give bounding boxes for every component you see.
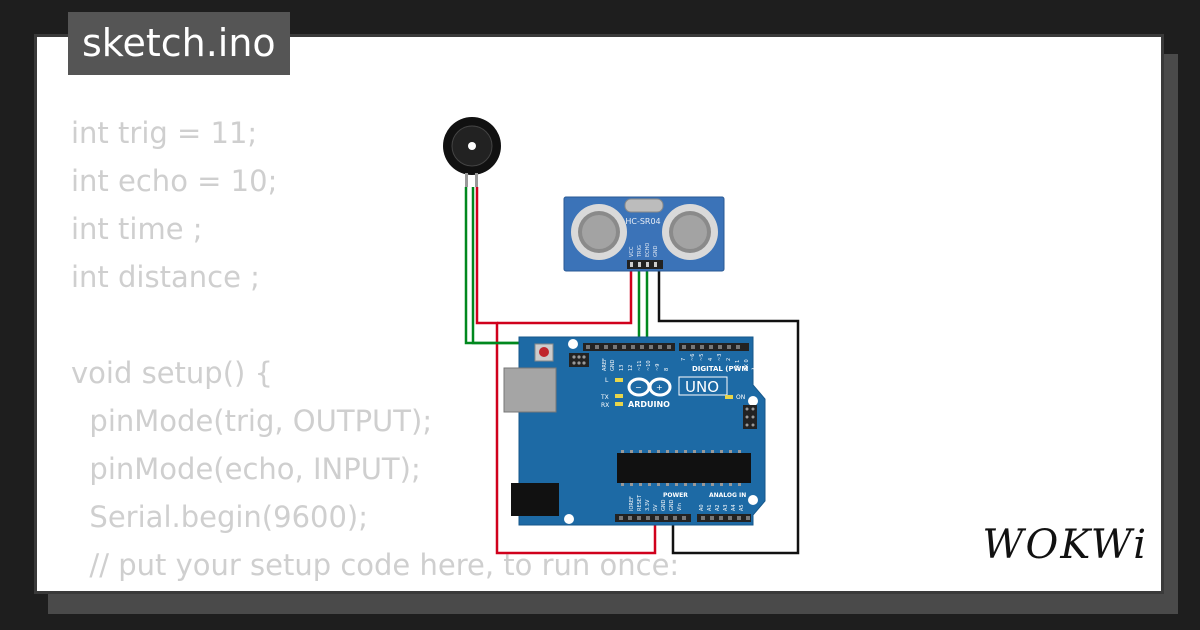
pin-label: A3	[723, 504, 729, 511]
wire-buzzer-2	[475, 187, 657, 555]
svg-text:+: +	[656, 383, 663, 392]
l-led-label: L	[605, 377, 609, 384]
pin-label: ~3	[717, 354, 723, 361]
pin-label: TX 1	[735, 360, 741, 372]
analog-label: ANALOG IN	[709, 492, 746, 499]
wire-vcc	[497, 269, 633, 325]
pin-label: 4	[708, 358, 714, 361]
buzzer-hole	[468, 142, 476, 150]
pin-label: 3.3V	[645, 499, 651, 511]
pin-label: A2	[715, 504, 721, 511]
pin-label: 7	[681, 358, 687, 361]
board-brand: ARDUINO	[628, 400, 670, 409]
arduino-uno-board[interactable]: AREF GND 13 12 ~11 ~10 ~9 8 7 ~6 ~5 4 ~3…	[503, 336, 766, 526]
digital-header-right	[679, 343, 749, 351]
sketch-title: sketch.ino	[68, 12, 290, 75]
buzzer[interactable]	[443, 117, 501, 187]
sensor-pin-label: TRIG	[637, 245, 643, 258]
digital-pin-labels: AREF GND 13 12 ~11 ~10 ~9 8 7 ~6 ~5 4 ~3…	[602, 354, 750, 372]
circuit-diagram: HC-SR04 VCC TRIG ECHO GND	[443, 117, 800, 555]
pin-label: Vin	[677, 503, 683, 511]
pin-label: A0	[699, 504, 705, 511]
sensor-pin-label: VCC	[629, 246, 635, 257]
code-line: void setup() {	[71, 356, 273, 390]
sensor-label: HC-SR04	[625, 217, 660, 226]
code-line: pinMode(trig, OUTPUT);	[71, 404, 433, 438]
preview-card[interactable]: int trig = 11; int echo = 10; int time ; in…	[34, 34, 1164, 594]
power-header	[615, 514, 691, 522]
pin-label: ~10	[646, 360, 652, 371]
pin-label: AREF	[602, 358, 608, 371]
tx-label: TX	[600, 394, 609, 401]
code-line: int echo = 10;	[71, 164, 278, 198]
sensor-pin-label: GND	[653, 245, 659, 257]
code-line: Serial.begin(9600);	[71, 500, 369, 534]
code-line: int trig = 11;	[71, 116, 258, 150]
pin-label: ~11	[637, 360, 643, 371]
digital-header-left	[583, 343, 675, 351]
usb-port	[503, 367, 557, 413]
pin-label: A5	[739, 504, 745, 511]
wire-gnd	[657, 269, 800, 555]
code-preview: int trig = 11; int echo = 10; int time ; in…	[71, 109, 679, 589]
sensor-pin-labels: VCC TRIG ECHO GND	[629, 243, 659, 258]
pin-label: 8	[664, 368, 670, 371]
pin-label: ~9	[655, 364, 661, 371]
pin-label: A4	[731, 504, 737, 511]
pin-label: A1	[707, 504, 713, 511]
pin-label: 13	[619, 365, 625, 371]
code-line: pinMode(echo, INPUT);	[71, 452, 421, 486]
power-pin-labels: IOREF RESET 3.3V 5V GND GND Vin	[629, 494, 683, 511]
pin-label: ~5	[699, 354, 705, 361]
svg-text:−: −	[635, 383, 642, 392]
digital-label: DIGITAL (PWM ~)	[692, 365, 760, 373]
pin-label: RX 0	[744, 359, 750, 371]
pin-label: GND	[661, 499, 667, 511]
sensor-pin-label: ECHO	[645, 243, 651, 257]
power-label: POWER	[663, 492, 688, 499]
on-label: ON	[736, 394, 745, 401]
pin-label: 12	[628, 365, 634, 371]
code-line: int distance ;	[71, 260, 260, 294]
pin-label: 2	[726, 358, 732, 361]
analog-pin-labels: A0 A1 A2 A3 A4 A5	[699, 504, 745, 511]
pin-label: IOREF	[629, 496, 635, 511]
atmega-chip	[617, 453, 751, 483]
pin-label: RESET	[637, 494, 643, 511]
pin-label: 5V	[653, 504, 659, 511]
power-jack	[511, 483, 559, 516]
pin-label: GND	[669, 499, 675, 511]
board-model: UNO	[685, 378, 719, 396]
pin-label: ~6	[690, 354, 696, 361]
arduino-logo: − +	[627, 377, 672, 397]
wokwi-logo: WOKWi	[982, 522, 1148, 568]
rx-label: RX	[601, 402, 609, 409]
pin-label: GND	[610, 359, 616, 371]
hc-sr04-sensor[interactable]: HC-SR04 VCC TRIG ECHO GND	[563, 196, 725, 272]
code-line: int time ;	[71, 212, 203, 246]
analog-header	[697, 514, 751, 522]
